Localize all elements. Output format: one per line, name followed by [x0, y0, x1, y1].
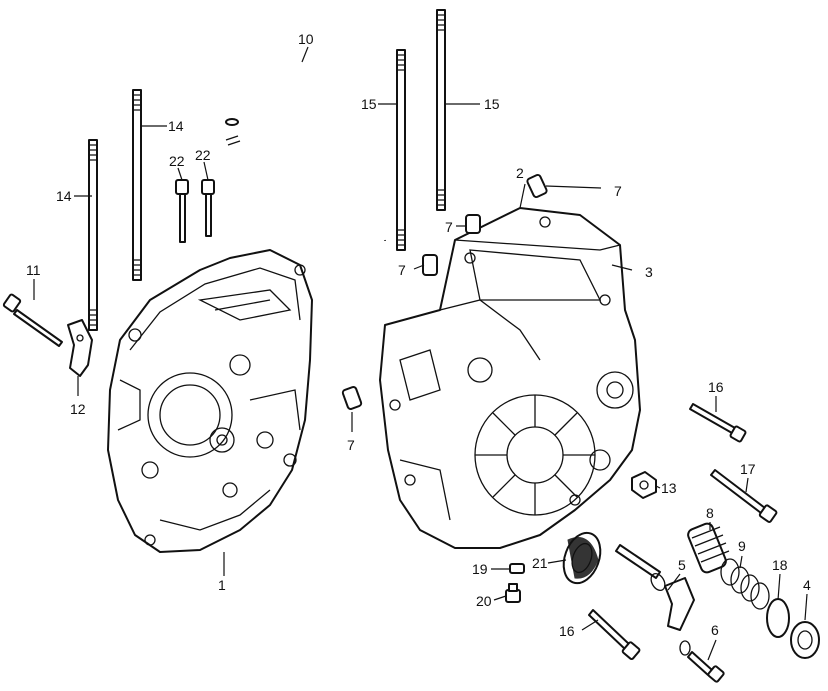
callout-1: 1	[218, 577, 226, 593]
callout-22-a: 22	[169, 153, 185, 169]
callout-2: 2	[516, 165, 524, 181]
nut-13	[631, 471, 657, 499]
callout-14-a: 14	[56, 188, 72, 204]
callout-20: 20	[476, 593, 492, 609]
shaft-5	[615, 544, 695, 631]
callout-16-b: 16	[559, 623, 575, 639]
callout-9: 9	[738, 538, 746, 554]
o-ring-18	[766, 598, 790, 638]
dowel-pin-7-c	[422, 254, 438, 276]
callout-7-a: 7	[614, 183, 622, 199]
right-crankcase-half	[379, 207, 641, 549]
callout-16-a: 16	[708, 379, 724, 395]
spring-9	[720, 558, 770, 610]
screw-19	[509, 563, 525, 574]
left-crankcase-half	[107, 249, 313, 553]
bolt-16-lower	[588, 609, 641, 661]
stud-15-left	[396, 49, 406, 251]
callout-4: 4	[803, 577, 811, 593]
bolt-11	[2, 293, 63, 347]
callout-18: 18	[772, 557, 788, 573]
stud-15-right	[436, 9, 446, 211]
callout-3: 3	[645, 264, 653, 280]
callout-19: 19	[472, 561, 488, 577]
dowel-pin-7-d	[341, 386, 363, 410]
callout-21: 21	[532, 555, 548, 571]
oil-filter-screen-8	[687, 522, 730, 574]
callout-10: 10	[298, 31, 314, 47]
bolt-6	[679, 640, 725, 683]
callout-22-b: 22	[195, 147, 211, 163]
callout-15-a: 15	[361, 96, 377, 112]
callout-15-b: 15	[484, 96, 500, 112]
breather-tube	[225, 58, 389, 241]
stud-14-left	[88, 139, 98, 331]
callout-7-c: 7	[398, 262, 406, 278]
bolt-16-upper	[689, 403, 747, 443]
callout-5: 5	[678, 557, 686, 573]
cap-4	[790, 621, 820, 659]
callout-7-b: 7	[445, 219, 453, 235]
plug-20	[505, 583, 521, 603]
oil-seal-21	[562, 531, 602, 585]
callout-8: 8	[706, 505, 714, 521]
bolt-22-b	[201, 179, 215, 237]
callout-14-b: 14	[168, 118, 184, 134]
callout-17: 17	[740, 461, 756, 477]
dowel-pin-7-a	[526, 173, 548, 199]
callout-6: 6	[711, 622, 719, 638]
dowel-pin-7-b	[465, 214, 481, 234]
stud-14-right	[132, 89, 142, 281]
bolt-22-a	[175, 179, 189, 243]
clip-12	[67, 319, 93, 377]
bolt-17	[710, 469, 778, 523]
leader-lines	[33, 46, 808, 661]
callout-13: 13	[661, 480, 677, 496]
callout-12: 12	[70, 401, 86, 417]
callout-7-d: 7	[347, 437, 355, 453]
callout-labels: 1 2 3 4 5 6 7 7 7 7 8 9 10 11 12 13 14 1…	[26, 31, 811, 639]
callout-11: 11	[26, 262, 41, 278]
